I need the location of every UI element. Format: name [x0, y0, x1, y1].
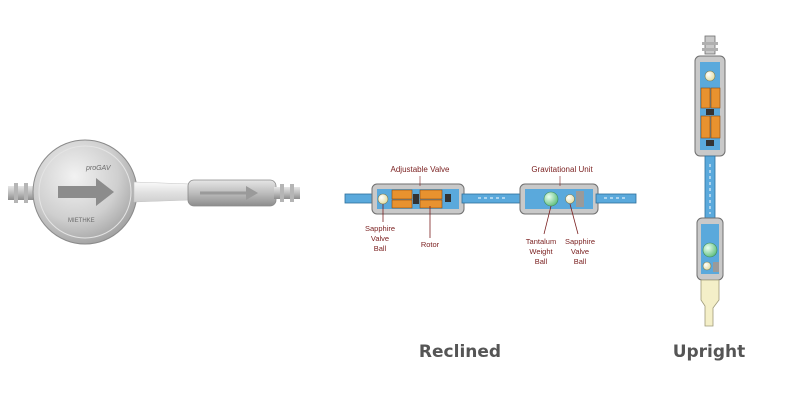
- progav-device-photo: proGAV MIETHKE: [8, 139, 300, 245]
- tantalum-ball-line3: Ball: [535, 257, 548, 266]
- device-brand-text: proGAV: [85, 165, 112, 172]
- sapphire-ball-right-line3: Ball: [574, 257, 587, 266]
- sapphire-ball-left-line1: Sapphire: [365, 224, 395, 233]
- sapphire-ball-left-line3: Ball: [374, 244, 387, 253]
- upright-cross-section: Upright: [673, 35, 746, 362]
- reclined-cross-section: Adjustable Valve Gravitational Unit Sapp…: [344, 165, 637, 362]
- sapphire-ball-left-line2: Valve: [371, 234, 389, 243]
- upright-caption: Upright: [673, 342, 746, 362]
- adjustable-valve-label: Adjustable Valve: [391, 165, 451, 174]
- tantalum-ball-line2: Weight: [529, 247, 553, 256]
- device-model-text: MIETHKE: [68, 218, 95, 224]
- gravitational-unit-label: Gravitational Unit: [531, 165, 593, 174]
- sapphire-ball-right-line2: Valve: [571, 247, 589, 256]
- reclined-caption: Reclined: [419, 342, 501, 362]
- rotor-label: Rotor: [421, 240, 440, 249]
- sapphire-ball-right-line1: Sapphire: [565, 237, 595, 246]
- tantalum-ball-line1: Tantalum: [526, 237, 556, 246]
